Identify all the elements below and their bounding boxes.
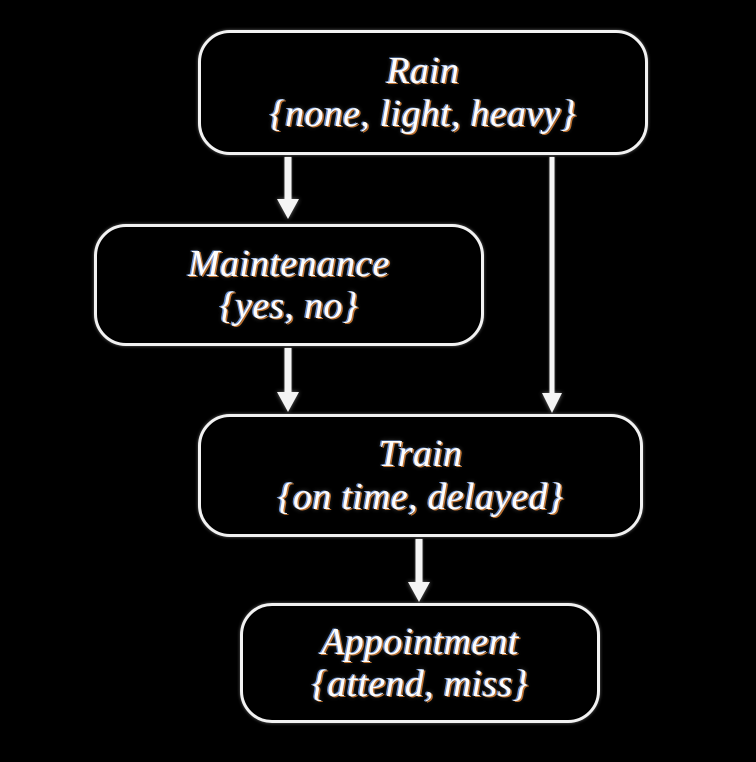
node-rain[interactable]: Rain {none, light, heavy}: [198, 30, 648, 155]
edge-rain-to-train: [538, 157, 566, 413]
arrow-down-icon: [277, 392, 299, 412]
node-train[interactable]: Train {on time, delayed}: [198, 414, 643, 537]
arrow-shaft: [415, 539, 423, 584]
node-train-states: {on time, delayed}: [277, 475, 564, 518]
node-rain-title: Rain: [386, 50, 460, 93]
node-appointment[interactable]: Appointment {attend, miss}: [240, 603, 600, 723]
arrow-shaft: [549, 157, 555, 395]
arrow-down-icon: [277, 199, 299, 219]
edge-train-to-appointment: [404, 539, 434, 602]
node-maintenance-states: {yes, no}: [219, 285, 359, 327]
node-appointment-title: Appointment: [321, 620, 519, 663]
arrow-down-icon: [542, 393, 562, 413]
node-maintenance[interactable]: Maintenance {yes, no}: [94, 224, 484, 346]
arrow-down-icon: [408, 582, 430, 602]
arrow-shaft: [284, 348, 292, 394]
node-rain-states: {none, light, heavy}: [269, 92, 577, 135]
node-maintenance-title: Maintenance: [188, 242, 390, 285]
edge-maintenance-to-train: [273, 348, 303, 412]
node-appointment-states: {attend, miss}: [311, 663, 529, 705]
node-train-title: Train: [378, 433, 463, 476]
arrow-shaft: [284, 157, 292, 201]
edge-rain-to-maintenance: [273, 157, 303, 219]
